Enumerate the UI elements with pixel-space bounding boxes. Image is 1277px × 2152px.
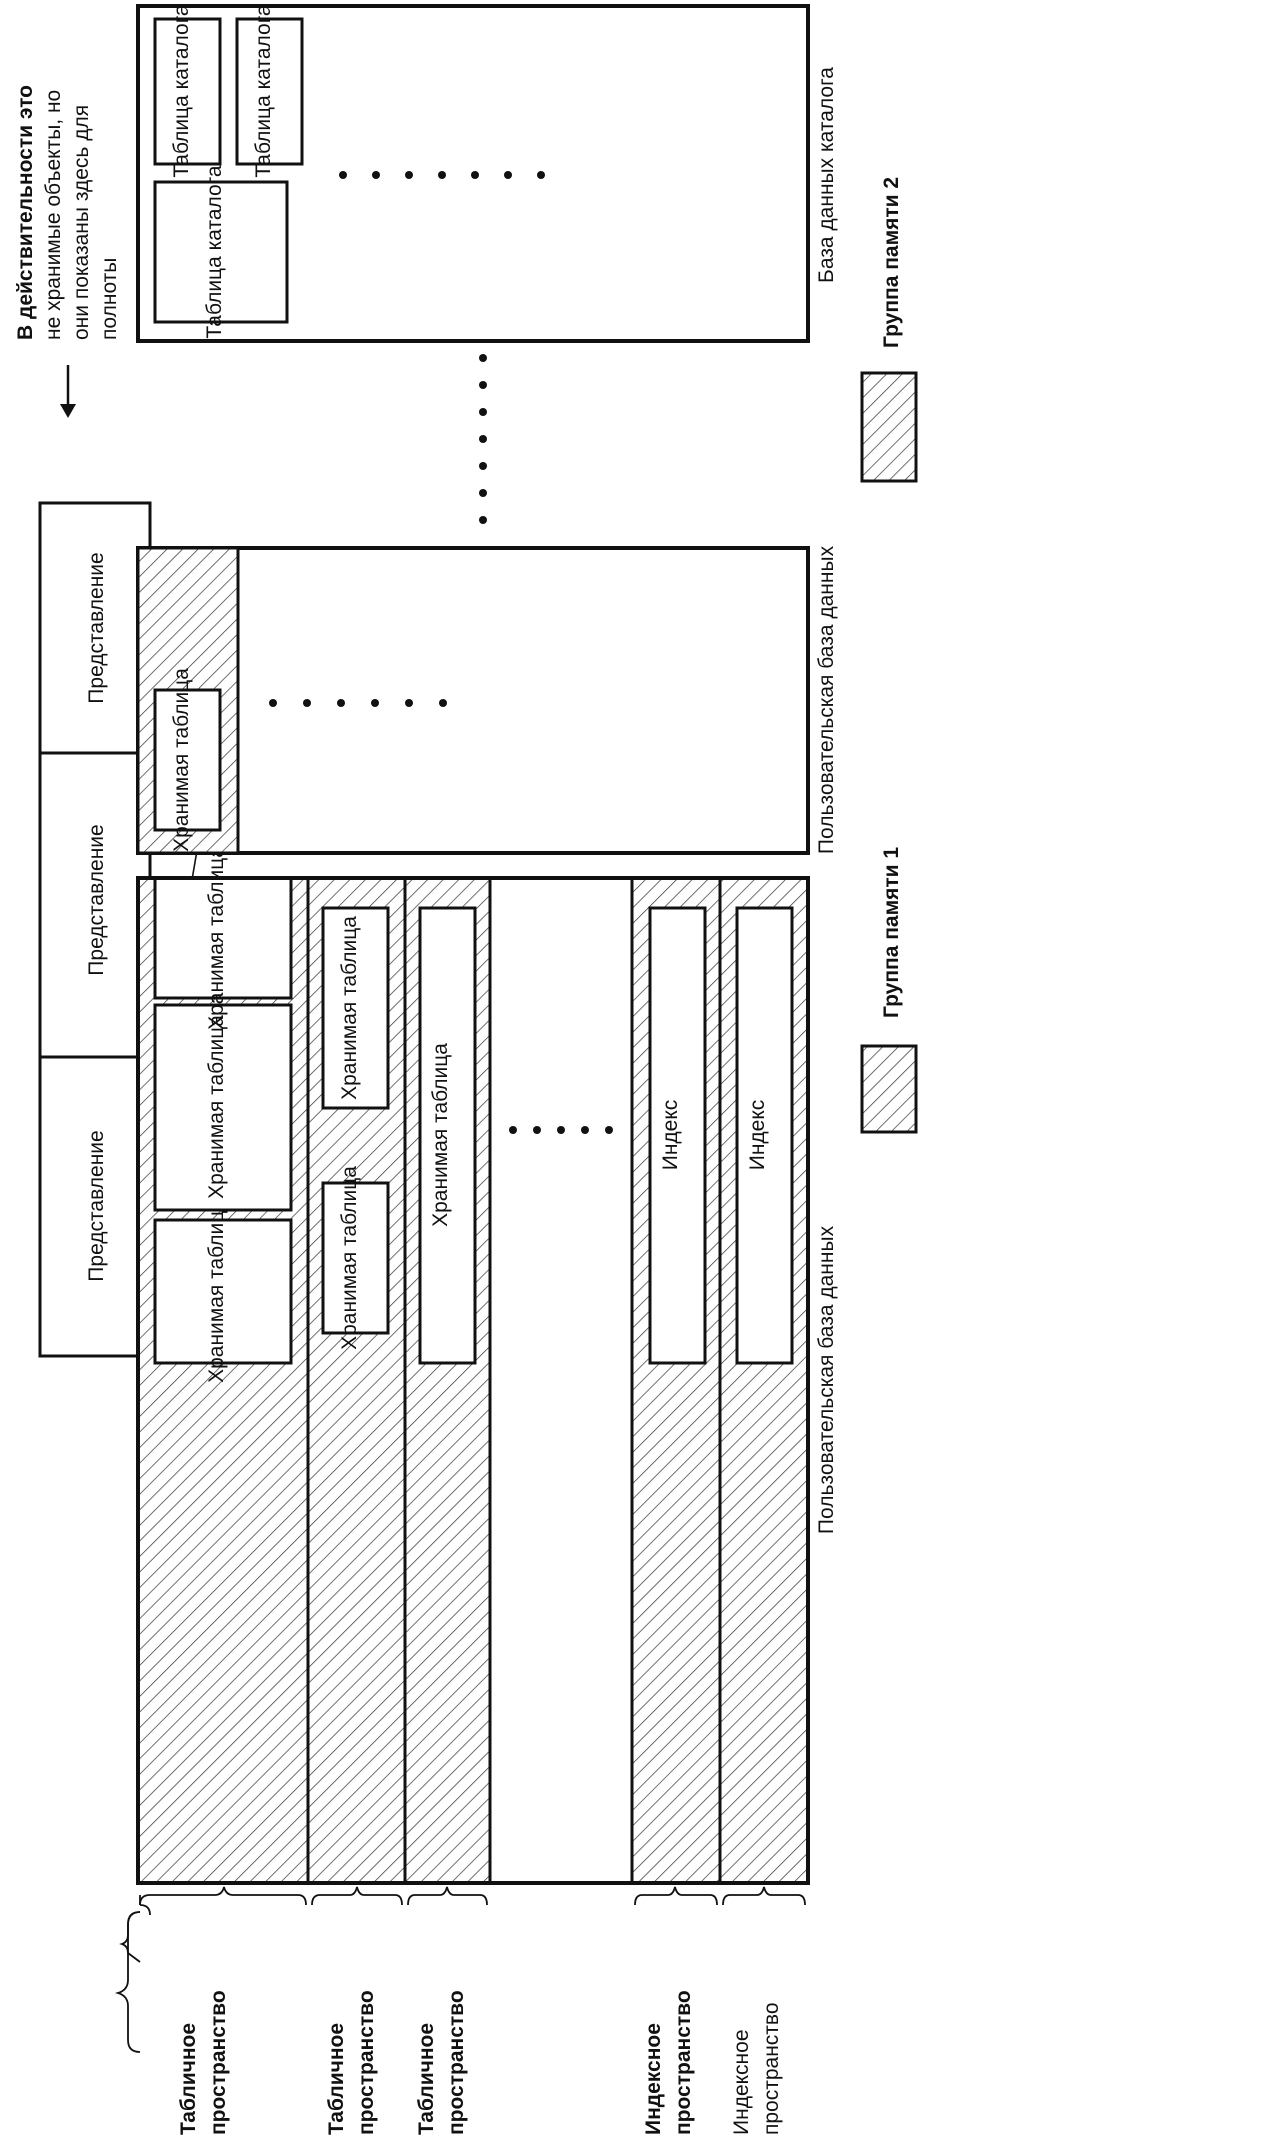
svg-text:Хранимая таблица: Хранимая таблица: [170, 668, 193, 852]
svg-text:Хранимая таблица: Хранимая таблица: [205, 1199, 228, 1383]
svg-text:Таблица каталога: Таблица каталога: [170, 4, 193, 177]
catalog-database: Таблица каталога Таблица каталога Таблиц…: [136, 4, 838, 343]
svg-text:они показаны здесь для: они показаны здесь для: [70, 105, 93, 340]
view-box: Представление: [38, 741, 152, 1059]
svg-text:полноты: полноты: [98, 258, 121, 340]
svg-text:Группа памяти 1: Группа памяти 1: [880, 847, 903, 1018]
svg-text:Хранимая таблица: Хранимая таблица: [338, 1166, 361, 1350]
stored-table-long: [418, 906, 477, 1365]
view-box: Представление: [38, 501, 152, 755]
legend-swatch-hatch: [860, 1044, 918, 1134]
stored-table: [321, 1181, 390, 1335]
user-database-caption: Пользовательская база данных: [815, 545, 838, 854]
svg-text:не хранимые объекты, но: не хранимые объекты, но: [42, 90, 65, 340]
view-label: Представление: [85, 824, 108, 975]
svg-text:Табличное: Табличное: [325, 2023, 348, 2135]
legend-item-2: Группа памяти 2: [860, 177, 918, 483]
svg-text:пространство: пространство: [207, 1990, 230, 2135]
ellipsis-dots-vertical: [479, 354, 487, 524]
stored-table: [153, 1218, 293, 1365]
space-labels: Табличное пространство Табличное простра…: [139, 1895, 783, 2135]
svg-text:В действительности это: В действительности это: [14, 85, 37, 340]
note-annotation: В действительности это не хранимые объек…: [14, 85, 121, 418]
arrow-icon: [60, 365, 76, 418]
view-box: Представление: [38, 1054, 152, 1358]
svg-text:Хранимая таблица: Хранимая таблица: [429, 1043, 452, 1227]
svg-text:Табличное: Табличное: [415, 2023, 438, 2135]
svg-text:Группа памяти 2: Группа памяти 2: [880, 177, 903, 348]
user-database-2: Хранимая таблица Пользовательская база д…: [136, 545, 838, 855]
catalog-table: [153, 17, 222, 166]
catalog-database-caption: База данных каталога: [815, 67, 838, 283]
user-database-caption: Пользовательская база данных: [815, 1225, 838, 1534]
index: [735, 906, 794, 1365]
space-label-1: Табличное пространство: [139, 1895, 230, 2135]
stored-table: [153, 688, 222, 832]
space-label-5: Индексное пространство: [730, 2002, 783, 2135]
svg-text:пространство: пространство: [445, 1990, 468, 2135]
catalog-table: [235, 17, 304, 166]
svg-text:Табличное: Табличное: [177, 2023, 200, 2135]
ellipsis-dots: [339, 171, 545, 179]
stored-table: [321, 906, 390, 1110]
legend-swatch-hatch: [860, 371, 918, 483]
space-label-2: Табличное пространство: [325, 1990, 378, 2135]
band-braces: [139, 1886, 806, 1906]
svg-text:Индекс: Индекс: [746, 1100, 769, 1171]
view-label: Представление: [85, 552, 108, 703]
index: [648, 906, 707, 1365]
svg-text:Таблица каталога: Таблица каталога: [252, 4, 275, 177]
svg-text:Хранимая таблица: Хранимая таблица: [205, 846, 228, 1030]
svg-text:пространство: пространство: [355, 1990, 378, 2135]
view-label: Представление: [85, 1130, 108, 1281]
ellipsis-dots: [269, 699, 447, 707]
svg-text:Индексное: Индексное: [730, 2029, 753, 2135]
stored-table: [153, 876, 293, 1000]
legend-item-1: Группа памяти 1: [860, 847, 918, 1134]
space-label-4: Индексное пространство: [642, 1990, 695, 2135]
space-label-3: Табличное пространство: [415, 1990, 468, 2135]
svg-text:Таблица каталога: Таблица каталога: [203, 165, 226, 338]
user-database-1: Хранимая таблица Хранимая таблица Храним…: [136, 846, 838, 1885]
svg-text:Хранимая таблица: Хранимая таблица: [338, 916, 361, 1100]
svg-text:пространство: пространство: [672, 1990, 695, 2135]
catalog-table: [153, 180, 289, 324]
ellipsis-dots: [509, 1126, 613, 1134]
svg-text:пространство: пространство: [760, 2002, 783, 2135]
svg-text:Индексное: Индексное: [642, 2023, 665, 2135]
space-braces: [114, 1911, 141, 2053]
stored-table: [153, 1003, 293, 1212]
svg-text:Индекс: Индекс: [659, 1100, 682, 1171]
svg-text:Хранимая таблица: Хранимая таблица: [205, 1015, 228, 1199]
